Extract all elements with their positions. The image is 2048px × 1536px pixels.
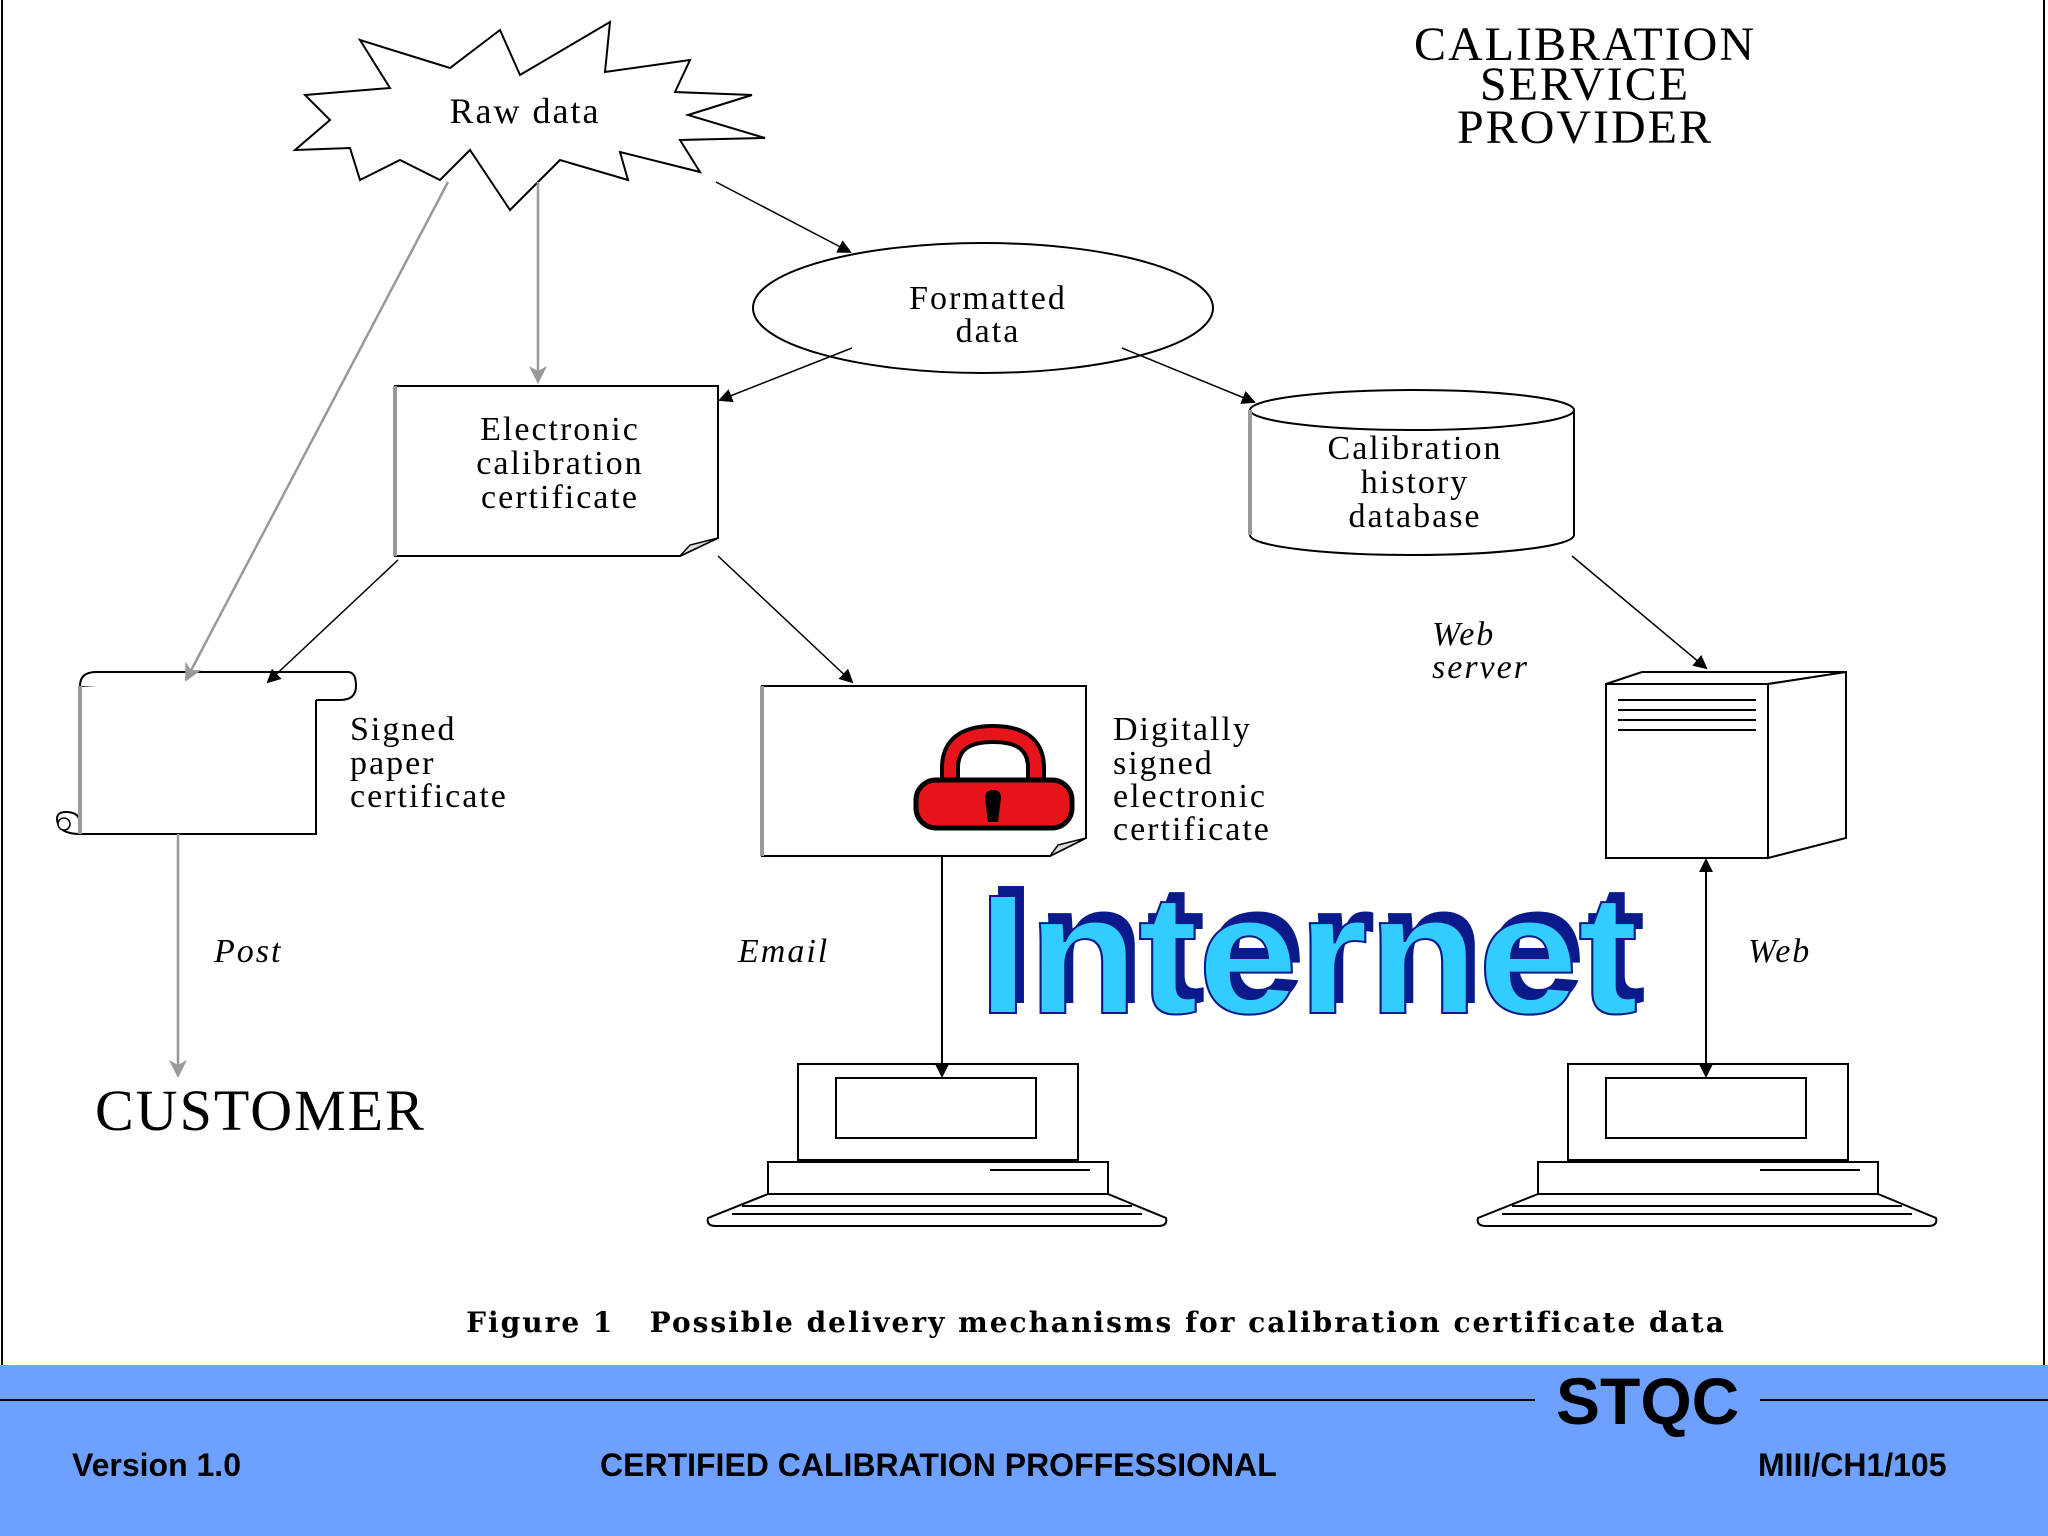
internet-wordart: Internet Internet	[977, 850, 1646, 1051]
history-database-node: Calibration history database	[1248, 389, 1575, 556]
arrow-electronic-to-paper	[266, 559, 399, 684]
web-server-label: Web server	[1432, 616, 1529, 686]
web-server-line-2: server	[1432, 649, 1529, 686]
digital-certificate-line-3: electronic	[1113, 778, 1267, 815]
digital-certificate-label: Digitally signed electronic certificate	[1113, 711, 1271, 848]
footer-bar: STQC Version 1.0 CERTIFIED CALIBRATION P…	[0, 1365, 2048, 1536]
signed-paper-line-2: paper	[350, 745, 436, 782]
customer-label: CUSTOMER	[95, 1078, 426, 1143]
provider-line-2: SERVICE	[1480, 58, 1690, 111]
digital-certificate-line-4: certificate	[1113, 811, 1271, 848]
ellipse-shape	[752, 242, 1214, 374]
digital-certificate-line-1: Digitally	[1113, 711, 1252, 748]
formatted-data-node: Formatted data	[752, 242, 1214, 374]
footer-rule-right	[1760, 1399, 2048, 1401]
computer-icon-email	[706, 1063, 1168, 1227]
electronic-certificate-line-1: Electronic	[480, 411, 640, 448]
arrow-raw-to-paper	[184, 181, 450, 682]
history-database-line-2: history	[1361, 464, 1469, 501]
padlock-icon	[913, 723, 1075, 831]
raw-data-label: Raw data	[450, 91, 601, 131]
server-tower-icon	[1605, 670, 1847, 860]
figure-caption: Figure 1 Possible delivery mechanisms fo…	[466, 1306, 1726, 1339]
arrow-electronic-to-digital	[717, 555, 854, 684]
internet-shadow: Internet	[986, 850, 1646, 1040]
arrow-database-to-server	[1571, 555, 1708, 670]
footer-course-title: CERTIFIED CALIBRATION PROFFESSIONAL	[600, 1447, 1277, 1483]
signed-paper-line-1: Signed	[350, 711, 456, 748]
formatted-data-line-2: data	[956, 313, 1021, 350]
arrow-formatted-to-electronic	[718, 347, 853, 403]
signed-paper-label: Signed paper certificate	[350, 711, 508, 815]
electronic-certificate-line-2: calibration	[476, 445, 643, 482]
paper-scroll-icon	[56, 671, 358, 835]
starburst-shape	[292, 20, 766, 212]
cylinder-top	[1249, 389, 1575, 431]
document-fold-2	[1049, 837, 1087, 857]
arrow-raw-to-formatted	[715, 181, 852, 253]
delivery-diagram: CALIBRATION SERVICE PROVIDER Raw data Fo…	[1, 0, 2045, 1365]
footer-rule-left	[0, 1399, 1535, 1401]
electronic-certificate-line-3: certificate	[481, 479, 639, 516]
provider-heading: CALIBRATION SERVICE PROVIDER	[1414, 18, 1756, 154]
history-database-line-1: Calibration	[1328, 430, 1503, 467]
edge-label-post: Post	[213, 933, 282, 970]
footer-version: Version 1.0	[72, 1447, 241, 1483]
edge-label-email: Email	[737, 933, 829, 970]
electronic-certificate-node: Electronic calibration certificate	[393, 385, 719, 557]
cylinder-body	[1249, 410, 1575, 556]
formatted-data-line-1: Formatted	[909, 280, 1067, 317]
signed-paper-line-3: certificate	[350, 778, 508, 815]
document-fold	[679, 537, 719, 557]
footer-slide-code: MIII/CH1/105	[1758, 1447, 1947, 1483]
footer-brand: STQC	[1556, 1364, 1740, 1438]
history-database-line-3: database	[1348, 498, 1481, 535]
arrows	[169, 181, 1713, 1078]
provider-line-3: PROVIDER	[1457, 101, 1713, 154]
raw-data-node: Raw data	[292, 20, 766, 212]
arrow-formatted-to-database	[1121, 347, 1256, 404]
digital-certificate-line-2: signed	[1113, 745, 1214, 782]
provider-line-1: CALIBRATION	[1414, 18, 1756, 71]
internet-text: Internet	[978, 860, 1638, 1050]
edge-label-web: Web	[1748, 933, 1811, 970]
web-server-line-1: Web	[1432, 616, 1495, 653]
computer-icon-web	[1476, 1063, 1938, 1227]
